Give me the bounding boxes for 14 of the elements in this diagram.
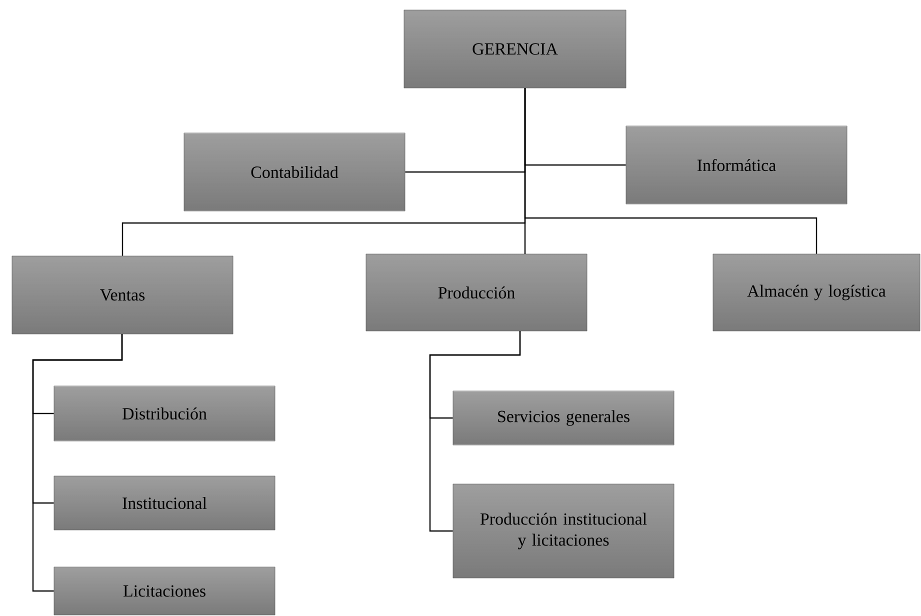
org-box: Almacén y logística <box>712 254 920 332</box>
org-box: Producción <box>366 254 588 332</box>
org-box: Contabilidad <box>184 132 406 212</box>
org-box: Informática <box>626 126 848 204</box>
org-box: Licitaciones <box>54 566 276 616</box>
org-box: Ventas <box>12 256 234 334</box>
org-box: Distribución <box>54 386 276 442</box>
connector-line <box>429 331 521 532</box>
connector-line <box>32 334 123 592</box>
org-box: Institucional <box>54 476 276 530</box>
connector-line <box>524 88 818 254</box>
org-box: Producción institucional y licitaciones <box>452 484 674 578</box>
org-box: GERENCIA <box>404 10 626 88</box>
org-box: Servicios generales <box>452 390 674 446</box>
